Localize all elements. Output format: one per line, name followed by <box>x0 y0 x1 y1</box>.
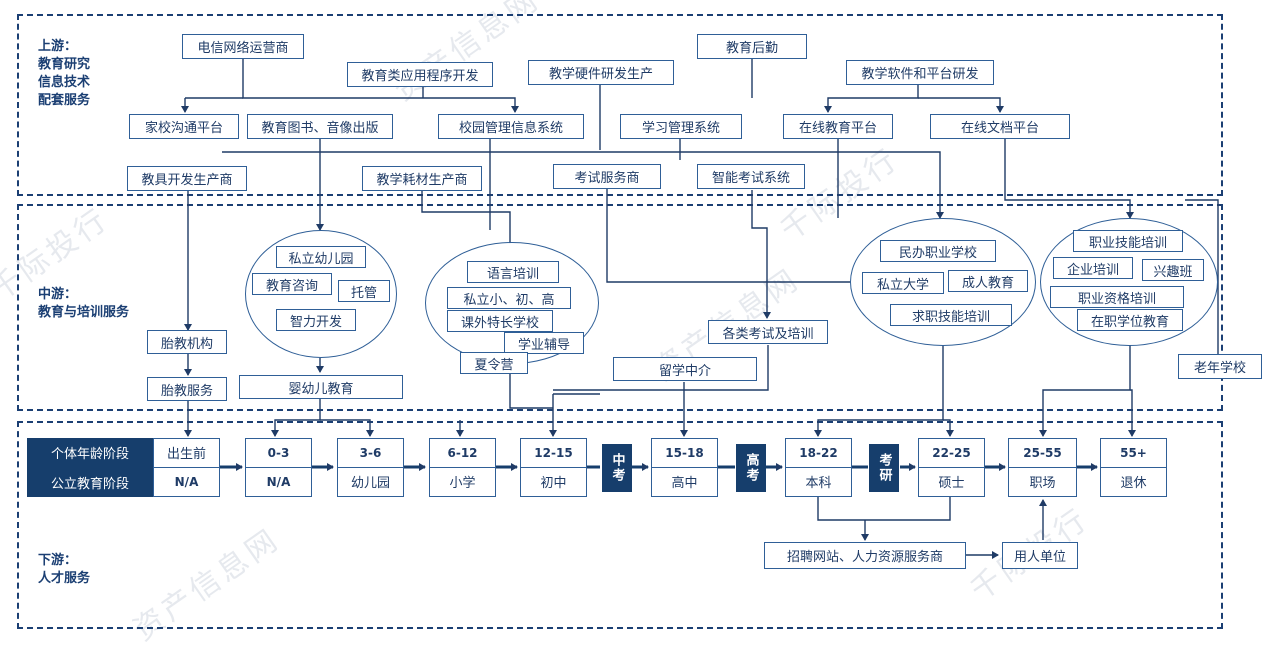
language-box: 语言培训 <box>467 261 559 283</box>
stage-6-12: 6-12 小学 <box>429 438 496 497</box>
stage-age: 12-15 <box>521 439 586 468</box>
employer-box: 用人单位 <box>1002 542 1078 569</box>
stage-edu: 职场 <box>1029 476 1056 492</box>
toy-makers-box: 教具开发生产商 <box>127 166 247 191</box>
downstream-label: 下游： 人才服务 <box>38 553 91 586</box>
stage-edu: 硕士 <box>938 476 965 492</box>
stage-age: 18-22 <box>786 439 851 468</box>
infant-edu-box: 婴幼儿教育 <box>239 375 403 399</box>
edu-hardware-box: 教学硬件研发生产 <box>528 60 674 85</box>
stage-edu: 小学 <box>449 476 476 492</box>
private-kg-box: 私立幼儿园 <box>276 246 366 268</box>
exams-training-box: 各类考试及培训 <box>708 320 828 344</box>
edu-consult-box: 教育咨询 <box>252 273 332 295</box>
corporate-box: 企业培训 <box>1053 257 1133 279</box>
stage-edu: 幼儿园 <box>350 476 390 492</box>
stage-age: 3-6 <box>338 439 403 468</box>
stage-25-55: 25-55 职场 <box>1008 438 1077 497</box>
study-abroad-box: 留学中介 <box>613 357 757 381</box>
exam-kaoyan: 考研 <box>869 444 899 492</box>
home-school-box: 家校沟通平台 <box>129 114 239 139</box>
online-docs-box: 在线文档平台 <box>930 114 1070 139</box>
stage-22-25: 22-25 硕士 <box>918 438 985 497</box>
stage-age: 15-18 <box>652 439 717 468</box>
stage-edu: 高中 <box>671 476 698 492</box>
job-skills-box: 求职技能培训 <box>890 304 1012 326</box>
upstream-label: 上游： 教育研究 信息技术 配套服务 <box>38 39 91 108</box>
qualification-box: 职业资格培训 <box>1050 286 1184 308</box>
edu-apps-box: 教育类应用程序开发 <box>347 62 493 87</box>
stage-age: 6-12 <box>430 439 495 468</box>
private-univ-box: 私立大学 <box>862 272 944 294</box>
online-edu-box: 在线教育平台 <box>783 114 893 139</box>
senior-school-box: 老年学校 <box>1178 354 1262 379</box>
stage-3-6: 3-6 幼儿园 <box>337 438 404 497</box>
exam-services-box: 考试服务商 <box>553 164 661 189</box>
brain-dev-box: 智力开发 <box>276 309 356 331</box>
consumables-box: 教学耗材生产商 <box>362 166 482 191</box>
stage-12-15: 12-15 初中 <box>520 438 587 497</box>
vocational-skills-box: 职业技能培训 <box>1073 230 1183 252</box>
tutoring-box: 学业辅导 <box>504 332 584 354</box>
stage-age: 0-3 <box>246 439 311 468</box>
daycare-box: 托管 <box>338 280 390 302</box>
stage-edu: N/A <box>266 474 291 489</box>
age-stage-header: 个体年龄阶段 <box>50 447 129 463</box>
midstream-panel <box>17 204 1223 411</box>
stage-0-3: 0-3 N/A <box>245 438 312 497</box>
prenatal-service-box: 胎教服务 <box>147 377 227 401</box>
edu-software-box: 教学软件和平台研发 <box>846 60 994 85</box>
onjob-degree-box: 在职学位教育 <box>1077 309 1183 331</box>
stage-age: 25-55 <box>1009 439 1076 468</box>
lifecycle-header: 个体年龄阶段 公立教育阶段 <box>27 438 153 497</box>
exam-gaokao: 高考 <box>736 444 766 492</box>
stage-edu: 退休 <box>1120 476 1147 492</box>
edu-logistics-box: 教育后勤 <box>697 34 807 59</box>
learning-mgmt-box: 学习管理系统 <box>620 114 742 139</box>
private-vocational-box: 民办职业学校 <box>880 240 996 262</box>
prenatal-inst-box: 胎教机构 <box>147 330 227 354</box>
stage-prenatal: 出生前 N/A <box>153 438 220 497</box>
edu-books-box: 教育图书、音像出版 <box>247 114 393 139</box>
upstream-panel <box>17 14 1223 196</box>
stage-edu: 初中 <box>540 476 567 492</box>
adult-edu-box: 成人教育 <box>948 270 1028 292</box>
smart-exam-box: 智能考试系统 <box>697 164 805 189</box>
campus-mgmt-box: 校园管理信息系统 <box>438 114 584 139</box>
private-k12-box: 私立小、初、高 <box>447 287 571 309</box>
stage-55-plus: 55+ 退休 <box>1100 438 1167 497</box>
stage-age: 55+ <box>1101 439 1166 468</box>
exam-zhongkao: 中考 <box>602 444 632 492</box>
stage-age: 出生前 <box>154 439 219 468</box>
stage-age: 22-25 <box>919 439 984 468</box>
midstream-label: 中游： 教育与培训服务 <box>38 287 130 320</box>
downstream-panel <box>17 421 1223 629</box>
stage-edu: 本科 <box>805 476 832 492</box>
public-edu-header: 公立教育阶段 <box>50 476 129 492</box>
stage-18-22: 18-22 本科 <box>785 438 852 497</box>
stage-15-18: 15-18 高中 <box>651 438 718 497</box>
recruit-box: 招聘网站、人力资源服务商 <box>764 542 966 569</box>
extracurricular-box: 课外特长学校 <box>447 310 553 332</box>
stage-edu: N/A <box>174 474 199 489</box>
interest-box: 兴趣班 <box>1142 259 1204 281</box>
telecom-box: 电信网络运营商 <box>182 34 304 59</box>
summer-camp-box: 夏令营 <box>460 352 528 374</box>
